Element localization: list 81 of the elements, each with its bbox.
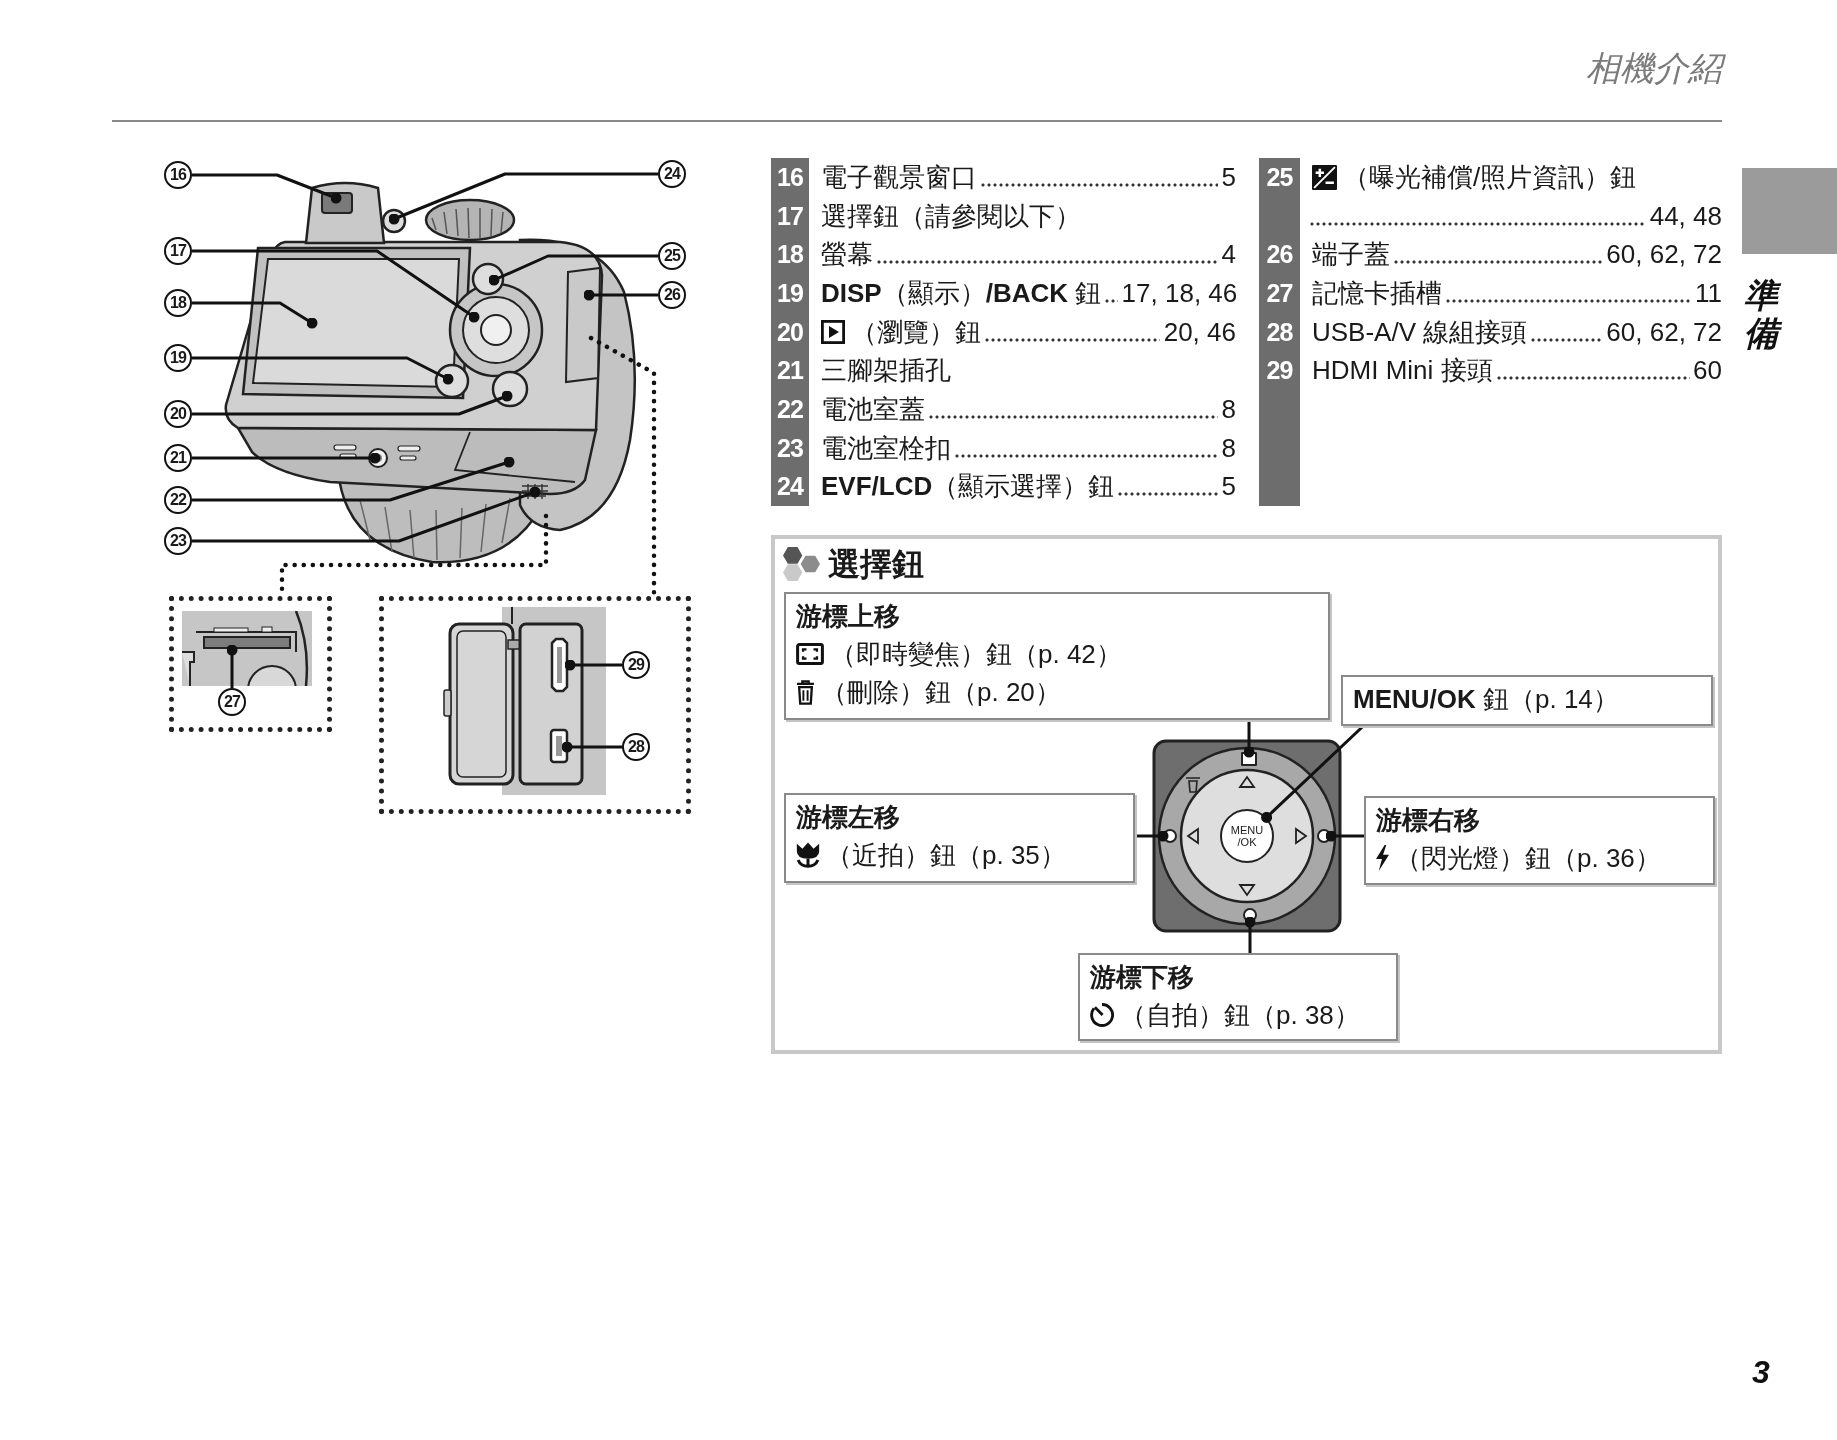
- callout-number: 24: [658, 160, 686, 188]
- row-number: 28: [1265, 317, 1294, 347]
- leader-line: [583, 289, 658, 301]
- callout-text: （刪除）鈕（p. 20）: [821, 676, 1061, 709]
- callout-number: 18: [164, 289, 192, 317]
- row-number: 16: [776, 162, 804, 192]
- item-name: 螢幕: [821, 238, 873, 272]
- item-name: 電子觀景窗口: [821, 160, 977, 194]
- row-number: 27: [1265, 278, 1294, 308]
- leader-line: [488, 254, 658, 286]
- callout-number: 25: [658, 242, 686, 270]
- leader-line: [192, 249, 480, 323]
- leader-line: [1135, 830, 1169, 842]
- annotation-box: [784, 793, 1135, 883]
- item-name: USB-A/V 線組接頭: [1312, 315, 1528, 349]
- annotation-box: [784, 592, 1330, 720]
- callout-number: 23: [164, 527, 192, 555]
- callout-text: （自拍）鈕（p. 38）: [1120, 999, 1360, 1032]
- callout-number: 29: [622, 651, 650, 679]
- row-number: 17: [776, 201, 804, 231]
- leader-line: [388, 172, 658, 225]
- callout-title: 游標左移: [796, 801, 900, 834]
- item-name: 記憶卡插槽: [1312, 276, 1442, 310]
- row-number: 21: [776, 356, 805, 386]
- leader-line: [192, 173, 342, 204]
- annotation-box: [1078, 953, 1398, 1041]
- callout-number: 26: [658, 281, 686, 309]
- inset-frame: [379, 596, 691, 814]
- callout-number: 17: [164, 237, 192, 265]
- leader-line: [192, 452, 381, 464]
- row-number: 18: [776, 240, 804, 270]
- row-number: 26: [1265, 240, 1294, 270]
- leader-line: [192, 486, 541, 543]
- callout-number: 22: [164, 486, 192, 514]
- row-number: 23: [776, 433, 804, 463]
- item-name: （曝光補償/照片資訊）鈕: [1343, 160, 1637, 194]
- inset-frame: [169, 596, 332, 732]
- annotation-box: [1341, 675, 1713, 726]
- leader-line: [1325, 830, 1364, 842]
- leader-line: [192, 356, 454, 385]
- row-number: 20: [776, 317, 804, 347]
- leader-line: [561, 741, 622, 753]
- row-number: 22: [776, 395, 804, 425]
- callout-number: 20: [164, 400, 192, 428]
- leader-line: [192, 456, 515, 502]
- item-name: 電池室栓扣: [821, 431, 951, 465]
- item-name: DISP（顯示）/BACK 鈕: [821, 276, 1102, 310]
- item-name: EVF/LCD（顯示選擇）鈕: [821, 470, 1115, 504]
- row-number: 24: [776, 472, 805, 502]
- item-name: （瀏覽）鈕: [851, 315, 981, 349]
- callout-number: 21: [164, 444, 192, 472]
- callout-number: 19: [164, 344, 192, 372]
- leader-line: [192, 390, 513, 416]
- callout-text: MENU/OK 鈕（p. 14）: [1353, 683, 1619, 716]
- annotation-box: [1364, 796, 1715, 885]
- leader-line: [564, 659, 622, 671]
- callout-number: 27: [218, 688, 246, 716]
- callout-text: （閃光燈）鈕（p. 36）: [1395, 842, 1661, 875]
- section-panel: [771, 535, 1722, 1054]
- callout-title: 游標下移: [1090, 961, 1194, 994]
- callout-title: 游標右移: [1376, 804, 1480, 837]
- callout-number: 28: [622, 733, 650, 761]
- row-number: 19: [776, 278, 804, 308]
- callout-text: （即時變焦）鈕（p. 42）: [830, 638, 1122, 671]
- item-name: 三腳架插孔: [821, 354, 951, 388]
- leader-line: [226, 644, 238, 688]
- callout-title: 游標上移: [796, 600, 900, 633]
- item-name: 端子蓋: [1312, 238, 1390, 272]
- item-name: HDMI Mini 接頭: [1312, 354, 1493, 388]
- leader-line: [192, 301, 318, 329]
- leader-line: [1244, 916, 1256, 953]
- section-tab-text: 準備: [1744, 276, 1780, 352]
- item-name: 選擇鈕（請參閱以下）: [821, 199, 1081, 233]
- callout-number: 16: [164, 161, 192, 189]
- row-number: 29: [1265, 356, 1294, 386]
- row-number: 25: [1265, 162, 1294, 192]
- callout-text: （近拍）鈕（p. 35）: [826, 839, 1066, 872]
- page-number: 3: [1752, 1354, 1770, 1391]
- item-name: 電池室蓋: [821, 393, 925, 427]
- leader-line: [1243, 720, 1255, 758]
- section-heading: 選擇鈕: [828, 545, 924, 583]
